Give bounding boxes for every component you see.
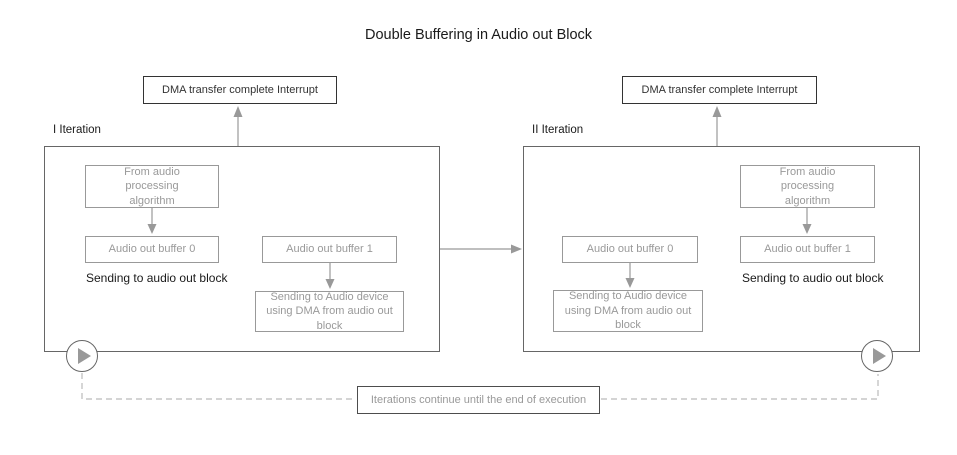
from-audio-box: From audio processing algorithm [740, 165, 875, 208]
audio-out-buffer0-label: Audio out buffer 0 [586, 243, 674, 256]
iteration-1-container [44, 146, 440, 352]
dma-interrupt-box-right: DMA transfer complete Interrupt [622, 76, 817, 104]
sending-dma-box: Sending to Audio device using DMA from a… [255, 291, 404, 332]
iteration-2-label: II Iteration [532, 124, 584, 136]
sending-dma-box: Sending to Audio device using DMA from a… [553, 290, 703, 332]
from-audio-box: From audio processing algorithm [85, 165, 219, 208]
from-audio-label: From audio processing algorithm [124, 165, 180, 207]
audio-out-buffer0-box: Audio out buffer 0 [562, 236, 698, 263]
sending-dma-label: Sending to Audio device using DMA from a… [564, 290, 692, 332]
diagram-title: Double Buffering in Audio out Block [364, 27, 593, 43]
play-icon [77, 348, 91, 364]
audio-out-buffer0-label: Audio out buffer 0 [108, 243, 196, 256]
audio-out-buffer1-box: Audio out buffer 1 [740, 236, 875, 263]
audio-out-buffer1-label: Audio out buffer 1 [286, 243, 373, 256]
sending-to-block-label: Sending to audio out block [86, 271, 228, 285]
audio-out-buffer0-box: Audio out buffer 0 [85, 236, 219, 263]
iteration-1-label: I Iteration [53, 124, 101, 136]
from-audio-label: From audio processing algorithm [779, 165, 836, 207]
iteration-2-container [523, 146, 920, 352]
iterations-continue-label: Iterations continue until the end of exe… [370, 394, 587, 406]
dma-interrupt-box-left: DMA transfer complete Interrupt [143, 76, 337, 104]
play-circle-right [861, 340, 893, 372]
dma-interrupt-label: DMA transfer complete Interrupt [641, 84, 798, 96]
sending-dma-label: Sending to Audio device using DMA from a… [266, 290, 393, 332]
iterations-continue-box: Iterations continue until the end of exe… [357, 386, 600, 414]
play-icon [872, 348, 886, 364]
play-circle-left [66, 340, 98, 372]
audio-out-buffer1-box: Audio out buffer 1 [262, 236, 397, 263]
dma-interrupt-label: DMA transfer complete Interrupt [162, 84, 318, 96]
audio-out-buffer1-label: Audio out buffer 1 [764, 243, 851, 256]
sending-to-block-label: Sending to audio out block [742, 271, 884, 285]
